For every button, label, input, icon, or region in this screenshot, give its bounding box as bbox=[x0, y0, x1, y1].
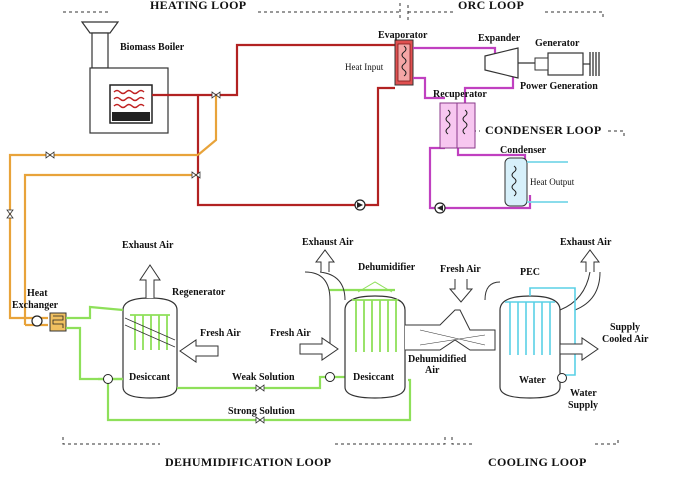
exhaust-air-1-label: Exhaust Air bbox=[122, 240, 174, 251]
regenerator-fresh-air: Fresh Air bbox=[179, 328, 241, 363]
desiccant-regen-label: Desiccant bbox=[129, 372, 171, 383]
expander-label: Expander bbox=[478, 33, 521, 44]
heat-input-label: Heat Input bbox=[345, 62, 384, 72]
exchanger-label: Exchanger bbox=[12, 300, 59, 311]
biomass-boiler: Biomass Boiler bbox=[80, 21, 185, 134]
generator: Generator Power Generation bbox=[520, 38, 600, 92]
desiccant-dehum-label: Desiccant bbox=[353, 372, 395, 383]
power-generation-label: Power Generation bbox=[520, 81, 598, 92]
dehumidification-loop-title: DEHUMIDIFICATION LOOP bbox=[165, 455, 331, 469]
heat-label: Heat bbox=[27, 288, 48, 299]
supply-cooled-air: Supply Cooled Air bbox=[559, 322, 649, 361]
heat-exchanger: Heat Exchanger bbox=[12, 288, 67, 332]
dehumidified-air-duct: Fresh Air Dehumidified Air bbox=[405, 264, 496, 376]
strong-solution-label: Strong Solution bbox=[228, 406, 295, 417]
supply-label-2: Supply bbox=[568, 400, 598, 411]
orc-loop-title: ORC LOOP bbox=[458, 0, 524, 12]
weak-solution-label: Weak Solution bbox=[232, 372, 295, 383]
dehumidifier-fresh-air: Fresh Air bbox=[270, 328, 339, 361]
condenser: Condenser Heat Output bbox=[500, 145, 575, 207]
dehumidified-label: Dehumidified bbox=[408, 354, 467, 365]
exhaust-air-2-label: Exhaust Air bbox=[302, 237, 354, 248]
heat-output-label: Heat Output bbox=[530, 177, 575, 187]
hx-pump bbox=[31, 315, 43, 327]
regenerator-label: Regenerator bbox=[172, 287, 226, 298]
dehum-pump bbox=[325, 372, 335, 382]
recuperator-label: Recuperator bbox=[433, 89, 487, 100]
heating-valves bbox=[6, 91, 221, 219]
solution-valves bbox=[255, 384, 265, 424]
regen-pump bbox=[103, 374, 113, 384]
pec-exhaust: Exhaust Air bbox=[560, 237, 612, 272]
evaporator-label: Evaporator bbox=[378, 30, 428, 41]
recuperator: Recuperator bbox=[433, 89, 487, 149]
section-dividers bbox=[62, 3, 625, 445]
fresh-air-1-label: Fresh Air bbox=[200, 328, 241, 339]
biomass-boiler-label: Biomass Boiler bbox=[120, 42, 185, 53]
generator-label: Generator bbox=[535, 38, 580, 49]
pec-label: PEC bbox=[520, 267, 540, 278]
exhaust-air-3-label: Exhaust Air bbox=[560, 237, 612, 248]
water-label: Water bbox=[519, 375, 546, 386]
dehumidifier-exhaust: Exhaust Air bbox=[302, 237, 354, 272]
cooling-loop-title: COOLING LOOP bbox=[488, 455, 587, 469]
fresh-air-3-label: Fresh Air bbox=[440, 264, 481, 275]
regenerator: Desiccant Regenerator bbox=[122, 287, 226, 399]
expander: Expander bbox=[478, 33, 535, 79]
heating-loop-title: HEATING LOOP bbox=[150, 0, 246, 12]
regenerator-exhaust: Exhaust Air bbox=[122, 240, 174, 298]
cooled-air-label: Cooled Air bbox=[602, 334, 649, 345]
pec-cooler: Water PEC bbox=[484, 267, 601, 399]
evaporator: Evaporator Heat Input bbox=[345, 30, 428, 86]
dehumidifier-label: Dehumidifier bbox=[358, 262, 416, 273]
condenser-loop-title: CONDENSER LOOP bbox=[485, 123, 602, 137]
air-label: Air bbox=[425, 365, 440, 376]
water-supply: Water Supply bbox=[557, 373, 598, 411]
water-label-2: Water bbox=[570, 388, 597, 399]
dehumidifier: Desiccant Dehumidifier bbox=[304, 262, 416, 399]
supply-label: Supply bbox=[610, 322, 640, 333]
heating-loop-pipes bbox=[8, 43, 395, 327]
fresh-air-2-label: Fresh Air bbox=[270, 328, 311, 339]
condenser-label: Condenser bbox=[500, 145, 547, 156]
